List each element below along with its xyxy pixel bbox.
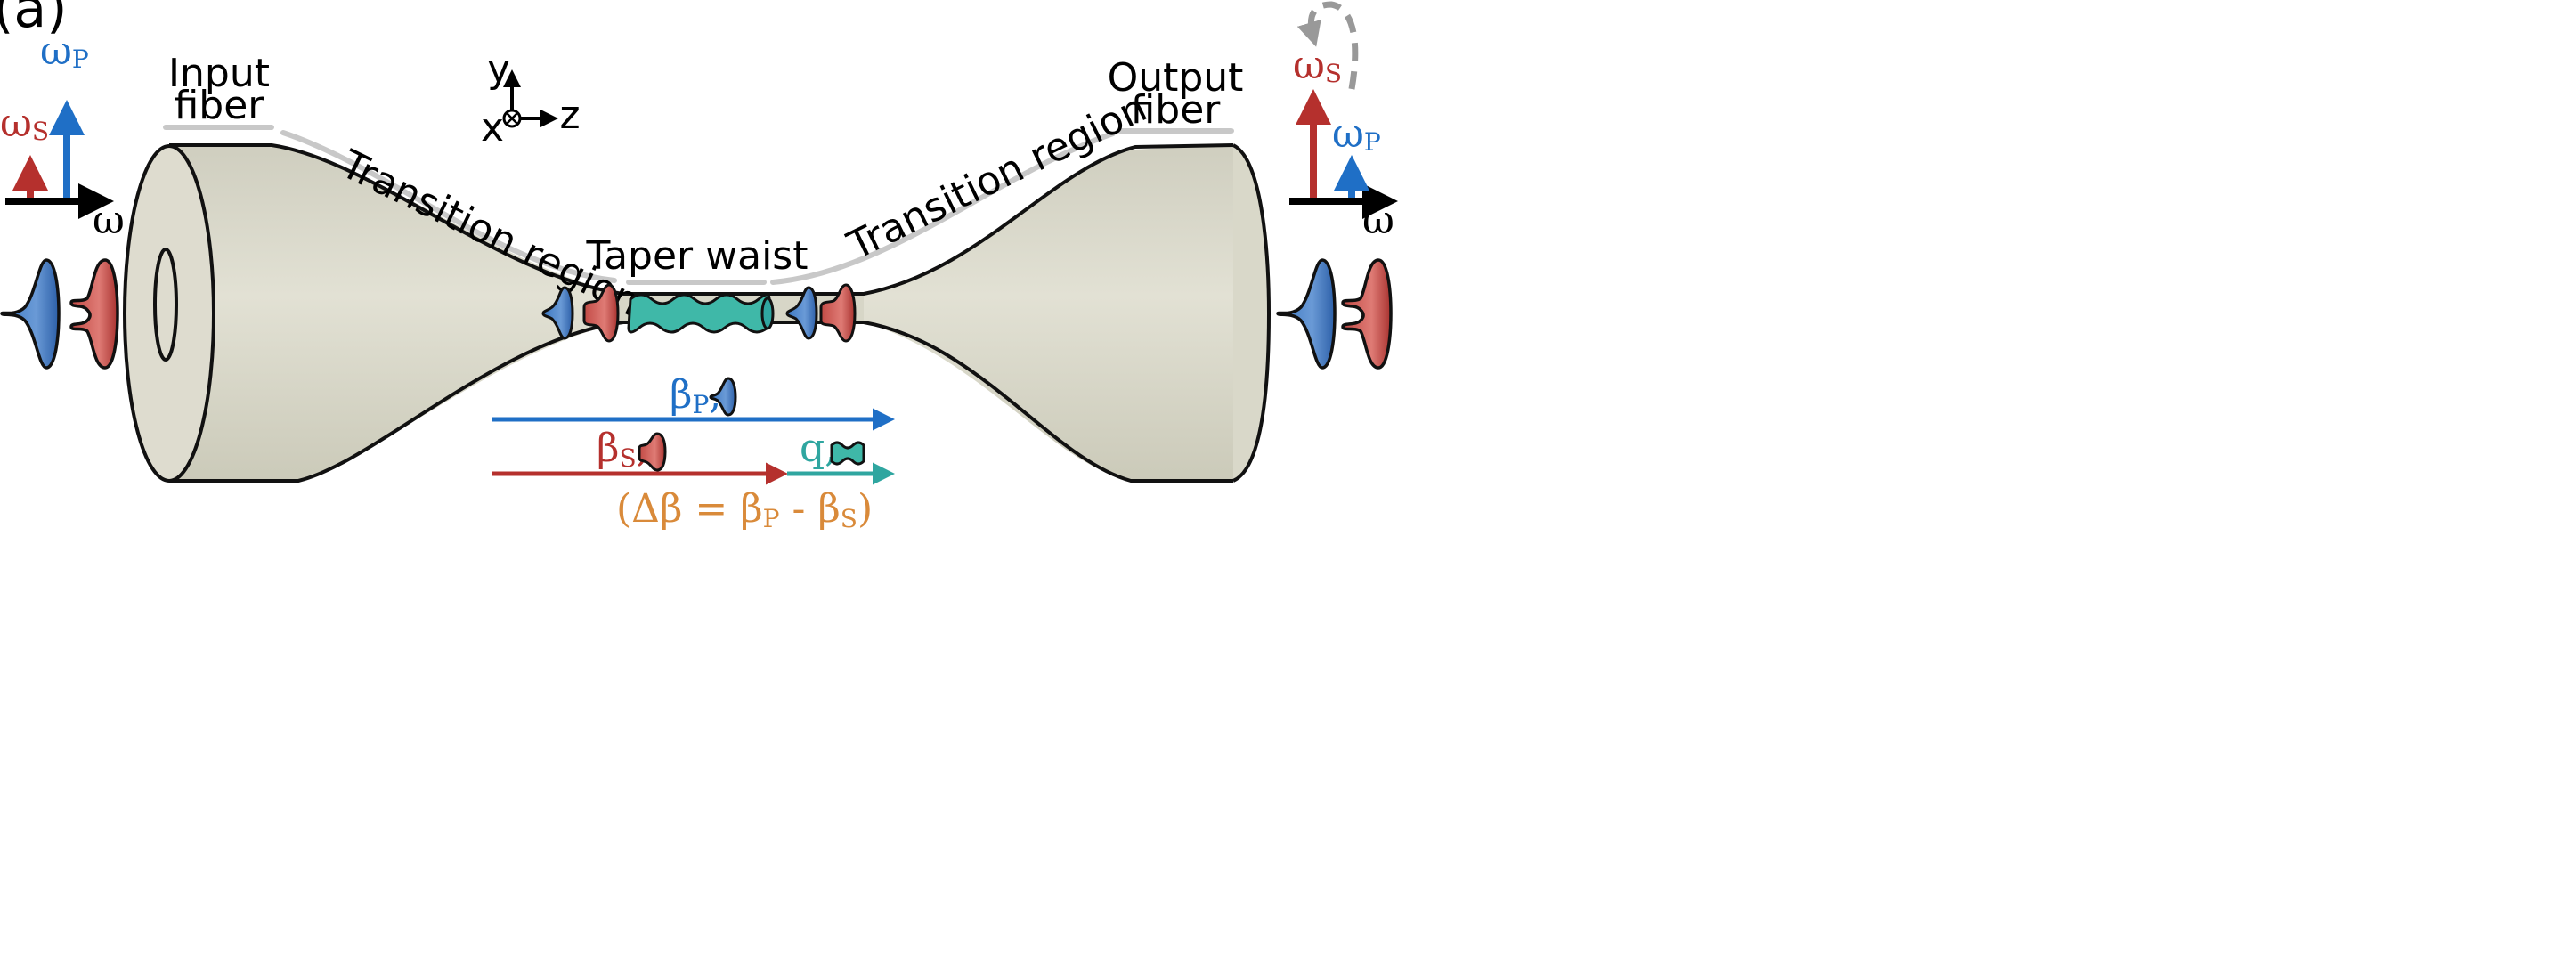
x-axis-label: x (481, 105, 504, 150)
output-omega-s-sub: S (1325, 59, 1342, 88)
fiber-outline-top (169, 143, 1234, 296)
beta-p-mode-icon (709, 377, 737, 417)
waist-pump-mode-left-icon (541, 286, 574, 340)
waist-pump-mode-right-icon (785, 286, 818, 340)
x-axis-cross (506, 112, 518, 125)
fiber-body-left (169, 145, 623, 481)
fiber-body-right (864, 145, 1233, 481)
output-omega-p-label: ωP (1332, 111, 1381, 157)
input-fiber-label-1: Input (168, 51, 270, 96)
relation-part-3: ) (857, 486, 873, 532)
energy-transfer-arrow (1296, 1, 1359, 90)
phase-matching-relation: (Δβ = βP - βS) (616, 486, 873, 533)
acoustic-wave-end (760, 297, 775, 330)
input-omega-p-symbol: ω (40, 28, 72, 74)
y-axis-label: y (487, 46, 510, 92)
beta-p-symbol: β (670, 372, 692, 418)
guide-transition-left (280, 130, 617, 283)
beta-s-symbol: β (597, 426, 619, 471)
region-guides (163, 125, 1234, 285)
output-omega-axis-label: ω (1362, 198, 1394, 243)
fiber-outline-bottom (169, 321, 1233, 483)
input-omega-s-label: ωS (0, 101, 49, 146)
relation-part-1: (Δβ = β (616, 486, 763, 532)
beta-s-sub: S (619, 443, 636, 473)
output-fiber-label-2: fiber (1131, 87, 1222, 133)
input-fiber-label-2: fiber (175, 83, 265, 128)
beta-p-sub: P (692, 390, 709, 419)
waist-stokes-mode-left-icon (582, 283, 620, 343)
output-spectrum: ωS ωP ω (1289, 1, 1398, 243)
output-stokes-mode-icon (1341, 258, 1393, 370)
beta-p-label: βP, (670, 372, 721, 419)
input-pump-mode-icon (0, 258, 61, 370)
relation-sub-s: S (841, 504, 857, 533)
input-omega-s-sub: S (32, 117, 49, 146)
input-omega-p-sub: P (72, 45, 89, 74)
relation-part-2: - β (780, 486, 841, 532)
output-fiber-label-1: Output (1108, 55, 1244, 101)
output-pump-mode-icon (1276, 258, 1337, 370)
waist-modes (541, 283, 857, 343)
input-mode-profiles (0, 258, 119, 370)
tapered-fiber (123, 143, 1272, 483)
coordinate-axes: y x z (481, 46, 581, 150)
input-stokes-mode-icon (69, 258, 119, 370)
taper-waist-label: Taper waist (586, 233, 809, 279)
relation-sub-p: P (763, 504, 780, 533)
input-spectrum: ωP ωS ω (0, 28, 125, 243)
z-axis-label: z (559, 93, 580, 138)
output-omega-s-label: ωS (1293, 43, 1342, 88)
waist-stokes-mode-right-icon (819, 283, 857, 343)
output-end-edge (1231, 143, 1272, 483)
panel-label: (a) (0, 0, 68, 40)
output-omega-p-symbol: ω (1332, 111, 1364, 157)
guide-transition-right (770, 131, 1116, 285)
output-mode-profiles (1276, 258, 1393, 370)
input-omega-axis-label: ω (93, 198, 125, 243)
input-core (153, 248, 178, 362)
momentum-diagram: βP, βS, q, (Δβ = βP - βS) (492, 372, 895, 533)
output-omega-p-sub: P (1364, 127, 1381, 157)
input-omega-p-label: ωP (40, 28, 89, 74)
q-wave-icon (830, 441, 865, 466)
output-omega-s-symbol: ω (1293, 43, 1325, 88)
beta-s-mode-icon (638, 432, 667, 472)
input-omega-s-symbol: ω (0, 101, 32, 146)
